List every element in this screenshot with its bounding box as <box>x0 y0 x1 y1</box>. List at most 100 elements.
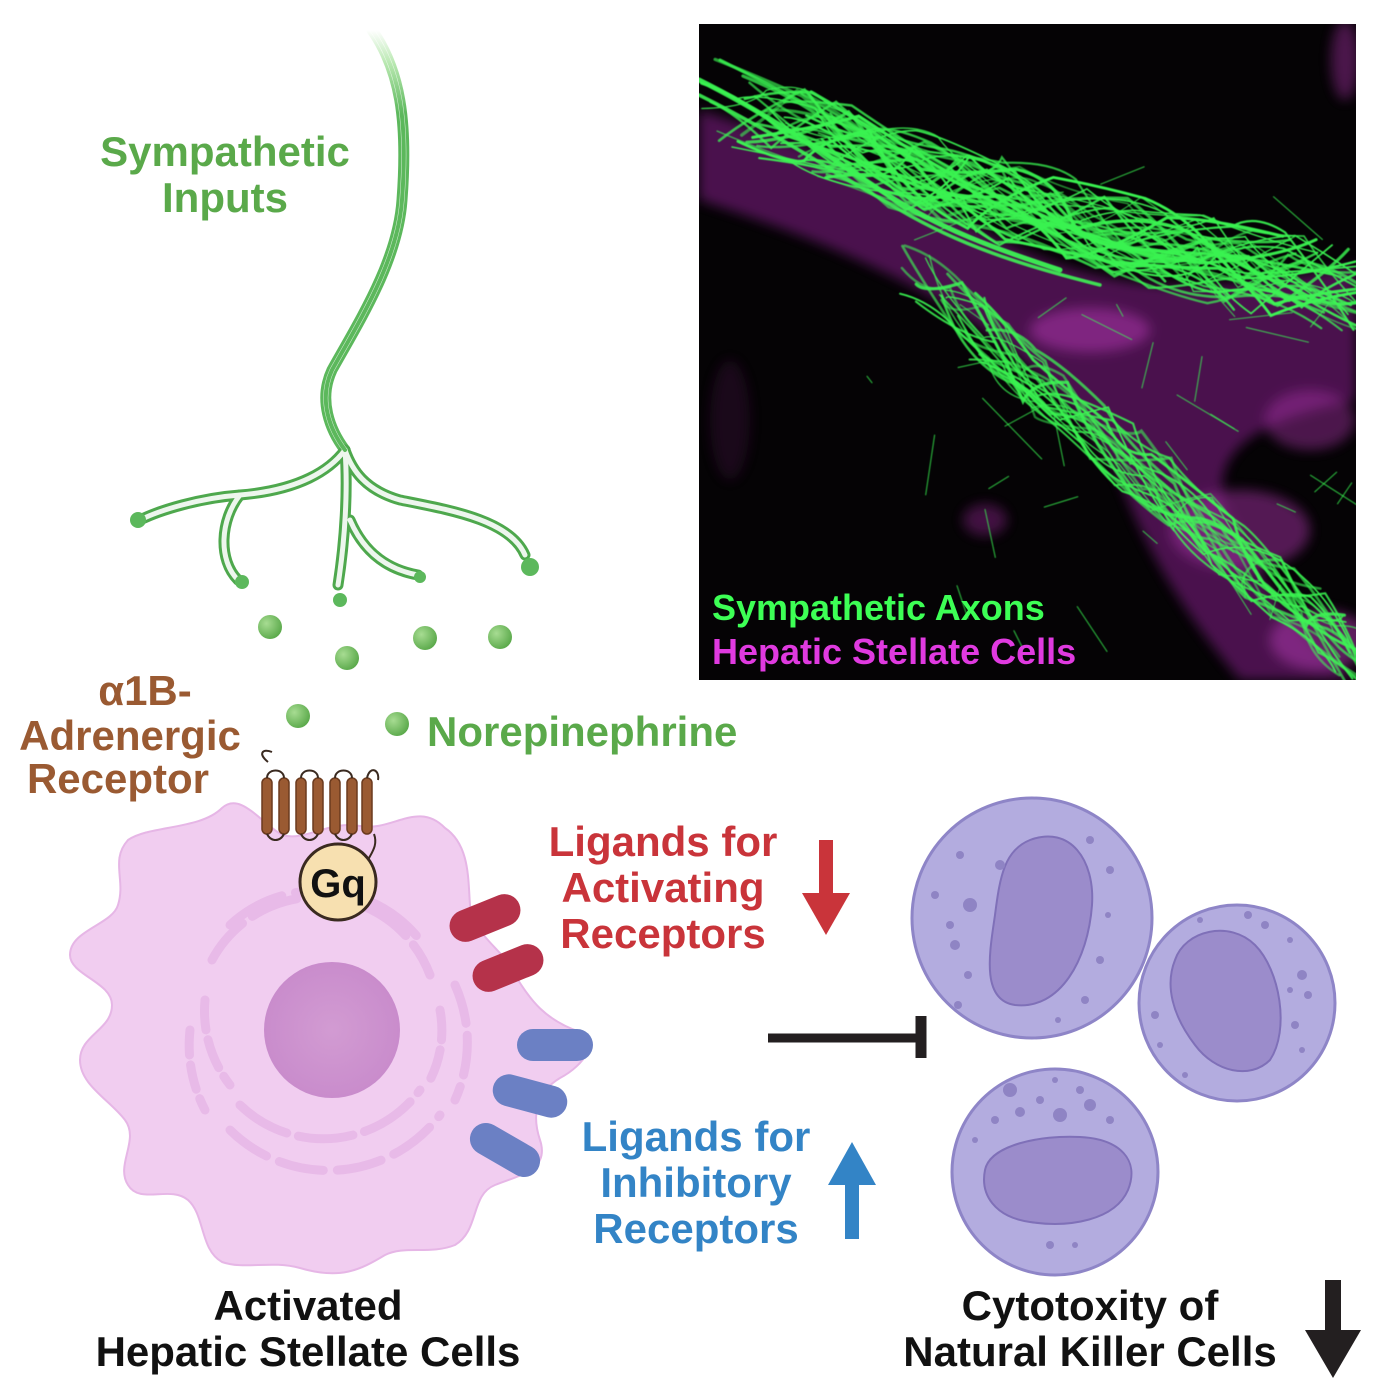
axon-fiber <box>1100 166 1145 185</box>
receptor-label: α1B- Adrenergic Receptor <box>19 667 241 802</box>
axon-fiber <box>740 88 1215 262</box>
axon-fiber <box>957 359 993 369</box>
inhibitory-ligand-icons <box>469 1029 593 1177</box>
axon-fiber <box>1309 474 1356 505</box>
axon-fiber <box>914 300 1354 680</box>
axon-fiber <box>700 81 1356 306</box>
axon-fiber <box>988 475 1010 490</box>
norepinephrine-molecules <box>258 615 512 736</box>
nk-caption-line-2: Natural Killer Cells <box>903 1328 1276 1375</box>
axon-fiber <box>1243 573 1246 598</box>
axon-fiber <box>1013 630 1024 649</box>
inhibitory-line-2: Inhibitory <box>600 1159 792 1206</box>
axon-fiber <box>1142 530 1158 544</box>
receptor-label-line-3: Receptor <box>27 755 209 802</box>
axon-fiber <box>985 328 1356 656</box>
axon-fiber <box>1228 312 1293 321</box>
inhibitory-ligands-label: Ligands for Inhibitory Receptors <box>582 1113 811 1252</box>
hsc-caption-line-2: Hepatic Stellate Cells <box>96 1328 521 1375</box>
activating-line-1: Ligands for <box>549 818 778 865</box>
axon-fiber <box>709 100 1319 289</box>
axon-fiber <box>940 294 1356 680</box>
inhibition-symbol-icon <box>768 1016 927 1058</box>
nk-caption: Cytotoxity of Natural Killer Cells <box>903 1282 1276 1375</box>
axon-fiber <box>829 112 1356 304</box>
axon-fiber <box>1052 411 1065 467</box>
axon-fiber <box>945 296 1347 623</box>
axon-fiber <box>938 293 1301 612</box>
axon-fiber <box>718 58 902 162</box>
axon-fiber <box>982 397 1043 460</box>
axon-fiber <box>925 434 936 496</box>
gq-protein-icon: Gq <box>298 842 378 922</box>
axon-fiber <box>1310 304 1329 328</box>
axon-fiber <box>1116 303 1124 317</box>
legend-hepatic-stellate-cells: Hepatic Stellate Cells <box>712 631 1076 672</box>
legend-sympathetic-axons: Sympathetic Axons <box>712 587 1045 628</box>
gq-label: Gq <box>310 862 366 906</box>
axon-fiber <box>968 358 1344 622</box>
axon-fiber <box>1269 584 1282 621</box>
receptor-label-line-1: α1B- <box>98 667 192 714</box>
axon-fiber <box>1276 503 1296 513</box>
axon-fiber <box>817 132 1296 285</box>
axon-fiber <box>1076 606 1108 652</box>
axon-fiber <box>984 508 996 558</box>
axon-fiber <box>753 122 1292 270</box>
axon-fiber <box>959 304 990 326</box>
nk-cell-3 <box>950 1067 1160 1277</box>
axon-fiber <box>1043 496 1079 508</box>
cell-nucleus <box>264 962 400 1098</box>
axon-fiber <box>753 95 1323 330</box>
axon-fiber <box>1194 356 1203 402</box>
axon-fiber <box>1336 482 1353 505</box>
sympathetic-axon-network <box>699 57 1356 680</box>
axon-fiber <box>1117 468 1132 493</box>
sympathetic-inputs-line-2: Inputs <box>162 174 288 221</box>
hsc-caption-line-1: Activated <box>213 1282 402 1329</box>
activating-ligand-icons <box>449 894 544 992</box>
axon-fiber <box>1245 326 1309 343</box>
down-arrow-icon-cytotoxicity <box>1305 1280 1361 1378</box>
sympathetic-nerve <box>130 24 539 607</box>
axon-fiber <box>1314 471 1338 493</box>
micrograph-panel: Sympathetic Axons Hepatic Stellate Cells <box>699 24 1356 680</box>
axon-fiber <box>699 77 1063 273</box>
axon-fiber <box>1180 495 1234 553</box>
axon-fiber <box>699 93 1102 287</box>
inhibitory-line-3: Receptors <box>593 1205 798 1252</box>
up-arrow-icon-inhibitory <box>828 1142 876 1239</box>
axon-fiber <box>956 585 969 619</box>
sympathetic-inputs-label: Sympathetic Inputs <box>100 128 350 221</box>
inhibitory-line-1: Ligands for <box>582 1113 811 1160</box>
down-arrow-icon-activating <box>802 840 850 935</box>
axon-fiber <box>900 266 1341 677</box>
activating-line-3: Receptors <box>560 910 765 957</box>
axon-fiber <box>1141 342 1154 389</box>
receptor-label-line-2: Adrenergic <box>19 712 241 759</box>
axon-fiber <box>800 92 1343 332</box>
axon-fiber <box>1034 191 1064 197</box>
norepinephrine-label: Norepinephrine <box>427 708 737 755</box>
alpha1b-adrenergic-receptor-icon <box>261 749 380 861</box>
axon-fiber <box>1176 394 1239 432</box>
nerve-terminal-icons <box>130 512 539 607</box>
axon-fiber <box>1142 480 1186 538</box>
axon-fiber <box>866 375 873 384</box>
axon-fiber <box>811 140 1321 305</box>
natural-killer-cells <box>910 796 1337 1277</box>
axon-fiber <box>928 254 1335 633</box>
nk-cell-1 <box>910 796 1154 1040</box>
axon-fiber <box>1184 259 1236 318</box>
nk-cell-2 <box>1137 903 1337 1103</box>
hsc-caption: Activated Hepatic Stellate Cells <box>96 1282 521 1375</box>
axon-fiber <box>1004 405 1043 427</box>
axon-fiber <box>748 81 1343 304</box>
activating-line-2: Activating <box>561 864 764 911</box>
axon-fiber <box>944 289 1276 601</box>
axon-fiber <box>1081 314 1133 341</box>
axon-fiber <box>1165 441 1188 471</box>
activating-ligands-label: Ligands for Activating Receptors <box>549 818 778 957</box>
axon-fiber <box>1272 196 1323 241</box>
